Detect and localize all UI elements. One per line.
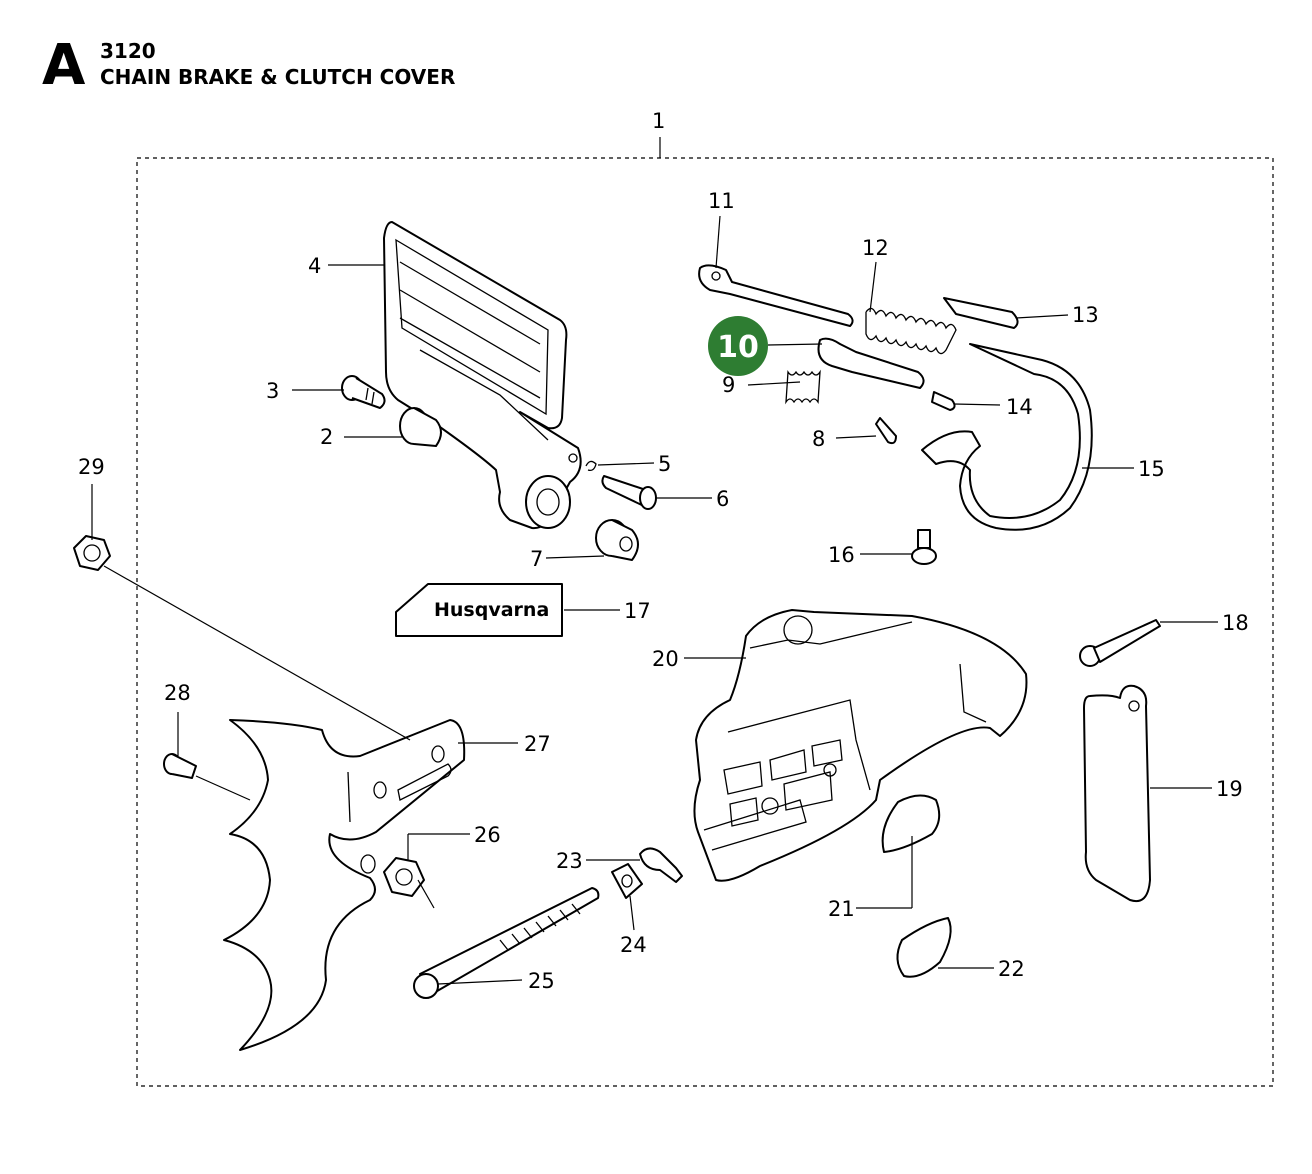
label-part-2: 2 [320, 425, 333, 449]
label-part-16: 16 [828, 543, 855, 567]
label-part-17: 17 [624, 599, 651, 623]
highlight-badge-label: 10 [717, 330, 759, 365]
label-part-4: 4 [308, 254, 321, 278]
part-28-screw [163, 753, 197, 779]
part-4-hand-guard [383, 221, 582, 530]
label-part-1: 1 [652, 109, 665, 133]
label-part-27: 27 [524, 732, 551, 756]
assembly-box [136, 157, 1274, 1087]
label-part-14: 14 [1006, 395, 1033, 419]
section-letter: A [42, 33, 86, 98]
label-part-23: 23 [556, 849, 583, 873]
leader-lines [91, 215, 1218, 985]
label-part-15: 15 [1138, 457, 1165, 481]
part-7-knob [595, 519, 639, 561]
label-part-12: 12 [862, 236, 889, 260]
label-part-18: 18 [1222, 611, 1249, 635]
part-12-spring [865, 307, 957, 355]
highlight-badge-part-10[interactable]: 10 [708, 316, 768, 376]
model-number: 3120 [100, 39, 156, 63]
part-6-pin [601, 475, 657, 510]
part-9-spring [785, 369, 821, 405]
label-part-29: 29 [78, 455, 105, 479]
highlight-badge-circle [708, 316, 768, 376]
part-16-screw [911, 529, 937, 565]
part-15-brake-band [921, 343, 1093, 531]
part-25-tensioner-screw [413, 887, 600, 999]
label-part-8: 8 [812, 427, 825, 451]
label-part-9: 9 [722, 373, 735, 397]
label-part-13: 13 [1072, 303, 1099, 327]
label-part-5: 5 [658, 452, 671, 476]
brand-label: Husqvarna [434, 599, 549, 621]
part-19-cover-plate [1083, 684, 1151, 902]
part-labels: 1 2 3 4 5 6 7 8 9 11 12 13 14 15 16 17 1… [78, 109, 1249, 993]
part-29-nut [73, 535, 111, 571]
label-part-21: 21 [828, 897, 855, 921]
part-26-nut [383, 857, 425, 897]
part-11-rod [698, 264, 854, 327]
label-part-20: 20 [652, 647, 679, 671]
part-2-bushing [399, 407, 442, 447]
part-23-nut [639, 847, 683, 883]
part-21-rubber [881, 794, 941, 853]
label-part-11: 11 [708, 189, 735, 213]
part-14-pin [931, 391, 956, 411]
label-part-28: 28 [164, 681, 191, 705]
part-8-pin [875, 417, 897, 445]
label-part-19: 19 [1216, 777, 1243, 801]
label-part-25: 25 [528, 969, 555, 993]
diagram-title: CHAIN BRAKE & CLUTCH COVER [100, 65, 455, 89]
label-part-24: 24 [620, 933, 647, 957]
part-22-rubber [896, 917, 952, 978]
part-10-lever [817, 337, 925, 389]
label-part-26: 26 [474, 823, 501, 847]
part-17-decal: Husqvarna [395, 583, 563, 637]
part-24-washer [611, 863, 643, 899]
part-13-plate [943, 297, 1019, 329]
label-part-6: 6 [716, 487, 729, 511]
label-part-22: 22 [998, 957, 1025, 981]
part-3-screw [341, 375, 386, 409]
part-27-bracket [223, 719, 466, 1051]
label-part-7: 7 [530, 547, 543, 571]
label-part-3: 3 [266, 379, 279, 403]
part-20-clutch-cover [693, 609, 1028, 882]
part-18-bolt [1079, 619, 1161, 667]
part-5-circlip [585, 460, 597, 472]
